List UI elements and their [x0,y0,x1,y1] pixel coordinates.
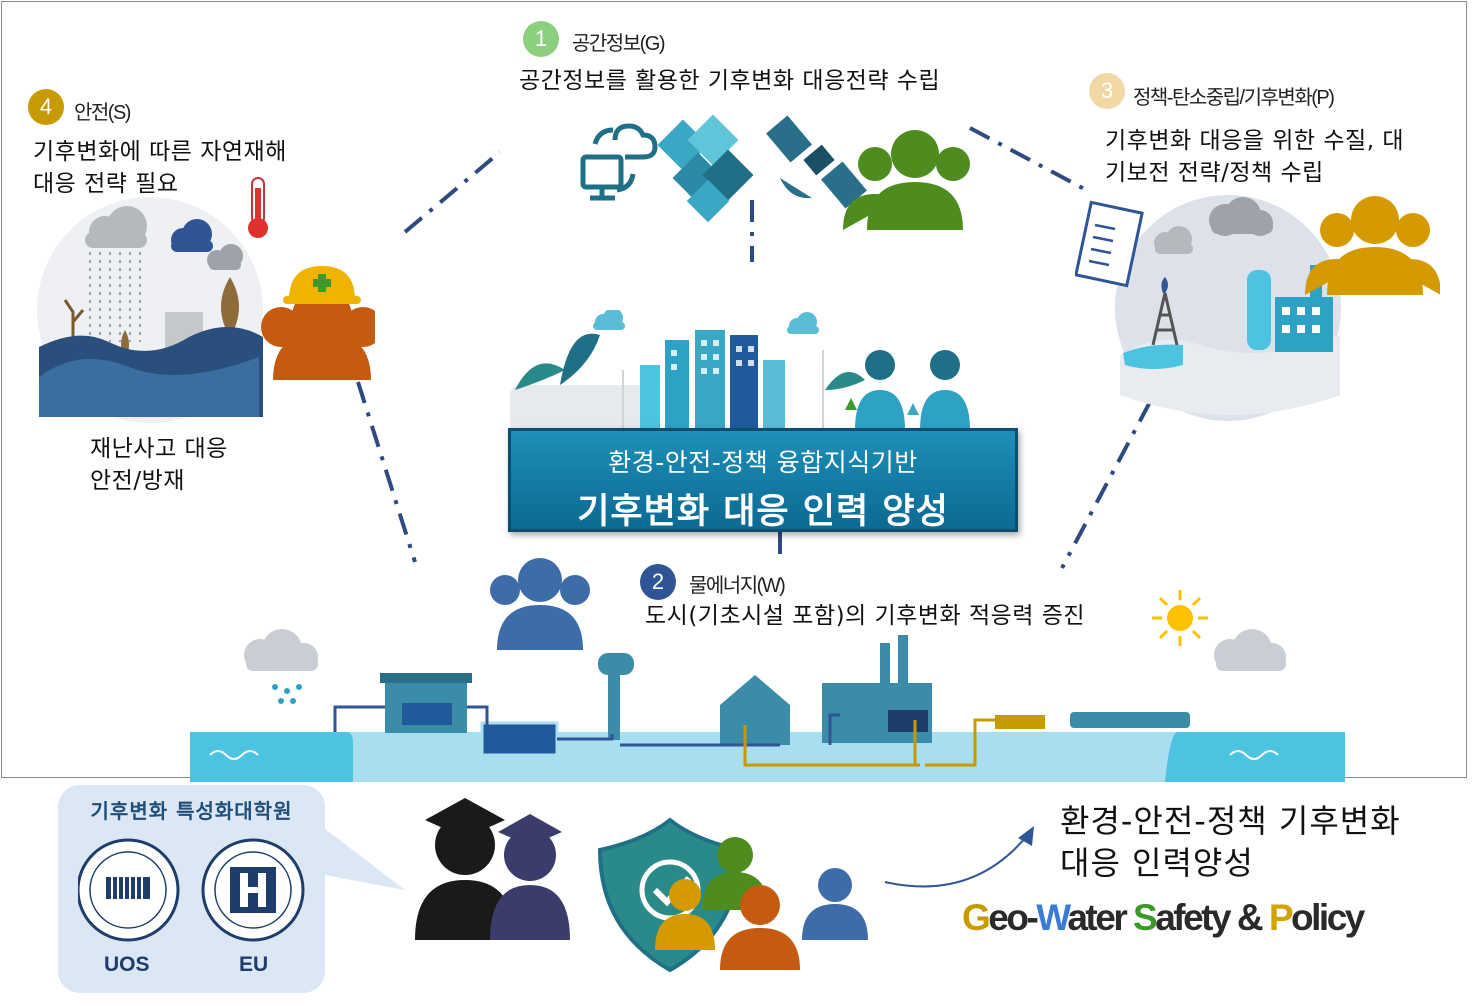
section-desc-policy: 기후변화 대응을 위한 수질, 대 기보전 전략/정책 수립 [1105,128,1404,186]
section-number-1: 1 [523,21,559,57]
connector-policy-water [1060,401,1152,569]
policy-illustration [1075,195,1440,421]
section-title-water: 물에너지(W) [689,575,786,597]
brand-w: W [1036,897,1070,938]
city-illustration [510,310,970,435]
graduate-icon [415,798,570,940]
center-banner: 환경-안전-정책 융합지식기반 기후변화 대응 인력 양성 [508,428,1018,532]
puzzle-icon [657,114,754,223]
brand-g: G [962,897,991,938]
outcome-text: 환경-안전-정책 기후변화 대응 인력양성 [1060,802,1401,882]
brand-eo: eo- [988,897,1039,938]
people-icon-green [843,130,970,230]
graduates-illustration [415,798,868,973]
banner-line2: 기후변화 대응 인력 양성 [577,492,949,532]
section-number-3: 3 [1089,73,1125,109]
people-group-icon [655,837,868,970]
section-title-policy: 정책-탄소중립/기후변화(P) [1133,87,1335,109]
people-icon-blue [490,558,590,650]
section-number-4: 4 [28,89,64,125]
uos-logo-icon [78,838,180,942]
section-sub-safety: 재난사고 대응 안전/방재 [90,436,228,494]
school-bubble: 기후변화 특성화대학원 UOS EU [58,785,325,993]
brand-afety: afety & [1155,897,1269,938]
brand-s: S [1133,897,1158,938]
section-title-spatial: 공간정보(G) [572,33,665,55]
connector-safety-water [356,381,417,563]
connector-spatial-policy [969,126,1091,194]
eu-logo-icon [201,838,305,942]
thermometer-icon [248,177,268,238]
water-cycle-illustration [190,629,1345,782]
eu-label: EU [239,953,269,976]
scientists-icon [845,350,970,430]
school-title: 기후변화 특성화대학원 [90,799,293,823]
university-logos [78,838,305,942]
section-desc-spatial: 공간정보를 활용한 기후변화 대응전략 수립 [519,68,941,94]
outcome-arrow [884,826,1034,888]
cloud-sync-icon [580,123,658,201]
sun-icon [1152,590,1208,646]
people-icon-gold [1305,196,1440,295]
banner-line1: 환경-안전-정책 융합지식기반 [608,448,918,477]
brand-olicy: olicy [1291,897,1365,938]
spatial-icons [580,114,970,230]
document-checklist-icon [1075,200,1144,288]
brand-slogan: Geo-Water Safety & Policy [962,897,1365,939]
hardhat-worker-icon [261,266,375,380]
factory-icon [1247,265,1333,352]
bubble-tail [320,825,405,890]
connector-safety-spatial [403,150,502,234]
brand-ater: ater [1067,897,1133,938]
brand-p: P [1268,897,1294,938]
section-desc-safety: 기후변화에 따른 자연재해 대응 전략 필요 [33,139,287,197]
uos-label: UOS [104,953,150,976]
section-number-2: 2 [640,564,676,600]
section-desc-water: 도시(기초시설 포함)의 기후변화 적응력 증진 [645,603,1086,629]
safety-illustration [37,177,375,423]
satellite-icon [766,115,867,209]
section-title-safety: 안전(S) [74,102,131,124]
